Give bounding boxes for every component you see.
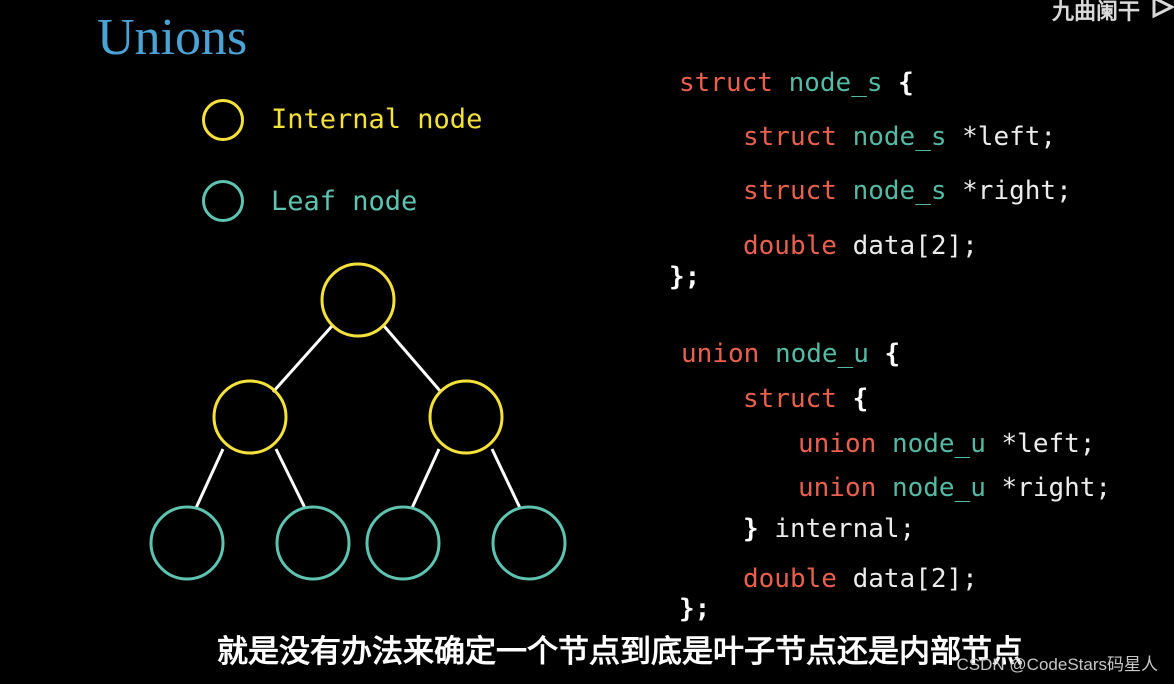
tree-edge [490, 448, 522, 509]
code-type: node_u [774, 339, 869, 369]
code-line: struct node_s *right; [743, 176, 1072, 206]
tree-edge [274, 448, 307, 509]
tree-edge [271, 325, 334, 393]
code-line: struct { [743, 384, 868, 414]
code-keyword: union [798, 429, 877, 459]
code-text: *left; [962, 122, 1057, 152]
code-text: internal; [774, 514, 916, 544]
internal-node [212, 379, 288, 455]
code-brace: }; [679, 594, 711, 624]
code-line: }; [669, 262, 700, 292]
internal-node [320, 262, 396, 338]
code-text: data[2]; [852, 231, 978, 261]
code-type: node_u [891, 473, 986, 503]
leaf-node-legend-icon [202, 180, 244, 222]
code-text: *right; [962, 176, 1072, 206]
code-type: node_u [891, 429, 986, 459]
watermark-text: 九曲阑干 [1051, 0, 1140, 24]
credit-watermark: CSDN @CodeStars码星人 [956, 655, 1158, 674]
code-keyword: union [798, 473, 877, 503]
code-text: data[2]; [852, 564, 978, 594]
leaf-node [365, 505, 441, 581]
slide-title: Unions [97, 9, 248, 66]
code-brace: { [884, 339, 901, 369]
code-line: } internal; [743, 514, 915, 544]
code-keyword: struct [743, 384, 837, 414]
code-keyword: struct [679, 68, 773, 98]
code-text: *left; [1001, 429, 1096, 459]
code-brace: } [743, 514, 759, 544]
code-line: union node_u *right; [798, 473, 1111, 503]
internal-node-legend-icon [202, 99, 244, 141]
code-brace: { [852, 384, 869, 414]
code-brace: }; [669, 262, 701, 292]
code-type: node_s [852, 176, 947, 206]
code-line: union node_u *left; [798, 429, 1095, 459]
leaf-node [491, 505, 567, 581]
code-text: *right; [1001, 473, 1112, 503]
code-type: node_s [788, 68, 883, 98]
leaf-node [275, 505, 351, 581]
tree-edge [194, 448, 225, 509]
leaf-node-legend-label: Leaf node [271, 186, 418, 217]
code-line: double data[2]; [743, 564, 978, 594]
tree-edge [382, 325, 443, 393]
code-brace: { [898, 68, 914, 98]
code-line: struct node_s *left; [743, 122, 1056, 152]
binary-tree-diagram [149, 262, 567, 581]
code-keyword: struct [743, 122, 837, 152]
video-subtitle: 就是没有办法来确定一个节点到底是叶子节点还是内部节点 [217, 634, 1023, 669]
code-line: struct node_s { [679, 68, 914, 98]
code-line: union node_u { [681, 339, 900, 369]
internal-node-legend-label: Internal node [271, 104, 483, 135]
code-keyword: double [743, 564, 837, 594]
leaf-node [149, 505, 225, 581]
code-line: }; [679, 594, 710, 624]
code-type: node_s [852, 122, 947, 152]
code-keyword: double [743, 231, 837, 261]
code-keyword: union [681, 339, 760, 369]
code-keyword: struct [743, 176, 837, 206]
play-icon [1152, 0, 1174, 19]
code-line: double data[2]; [743, 231, 978, 261]
internal-node [428, 379, 504, 455]
tree-edge [410, 448, 441, 509]
